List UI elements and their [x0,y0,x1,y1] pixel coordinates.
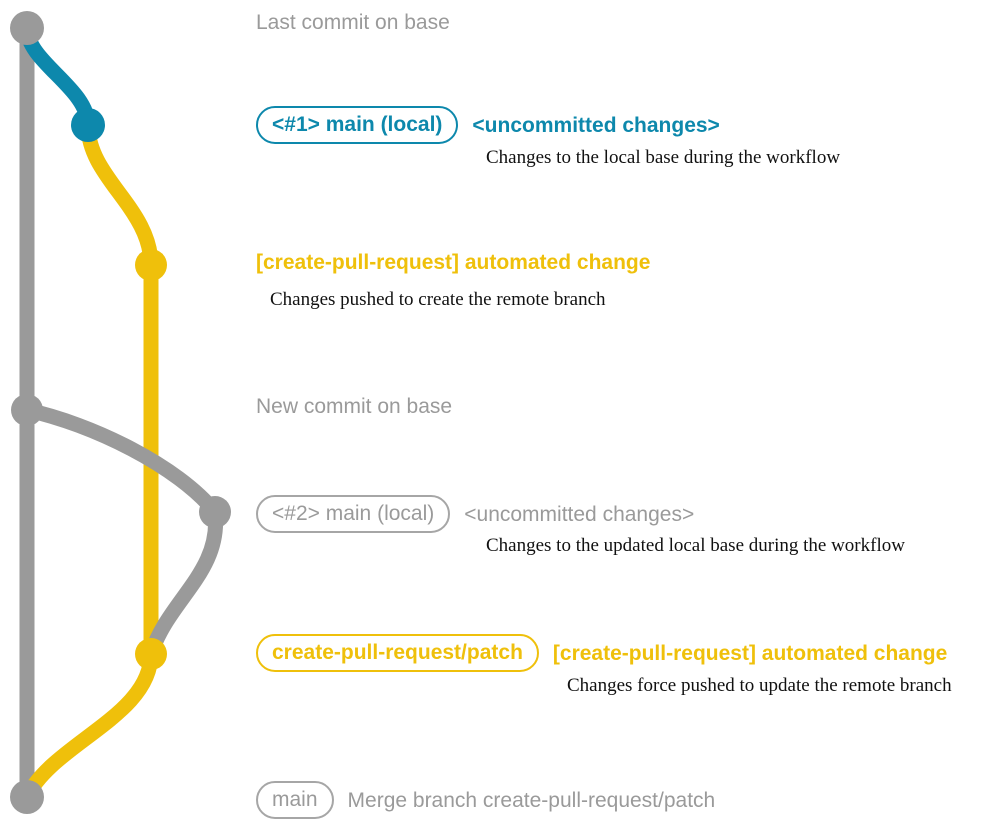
commit-subject: New commit on base [256,395,453,418]
commit-head-local-2: <#2> main (local) <uncommitted changes> [256,495,694,533]
commit-row-new-commit-on-base: New commit on base [256,396,452,417]
ref-badge-main-local-2[interactable]: <#2> main (local) [256,495,451,533]
commit-head-local-1: <#1> main (local) <uncommitted changes> [256,106,720,144]
commit-node-automated-1[interactable] [135,249,167,281]
commit-head-automated-change-2: create-pull-request/patch [create-pull-r… [256,634,947,672]
commit-head-merge: main Merge branch create-pull-request/pa… [256,781,715,819]
commit-subject: <uncommitted changes> [464,502,695,526]
edge-local-2-to-automated-2 [143,504,224,662]
commit-row-local-1: <#1> main (local) <uncommitted changes> [256,106,720,144]
commit-row-automated-change-1: [create-pull-request] automated change [256,252,650,273]
ref-badge-create-pull-request-patch[interactable]: create-pull-request/patch [256,634,539,672]
commit-subject: Last commit on base [256,11,450,34]
commit-row-merge: main Merge branch create-pull-request/pa… [256,781,715,819]
commit-node-merge[interactable] [10,780,44,814]
commit-head-new-commit-on-base: New commit on base [256,396,452,417]
commit-note-automated-change-2: Changes force pushed to update the remot… [567,675,952,696]
commit-subject: [create-pull-request] automated change [256,251,651,274]
commit-row-local-2: <#2> main (local) <uncommitted changes> [256,495,694,533]
ref-badge-main[interactable]: main [256,781,334,819]
commit-note-local-2: Changes to the updated local base during… [486,535,905,556]
commit-head-last-commit-on-base: Last commit on base [256,12,450,33]
commit-node-automated-2[interactable] [135,638,167,670]
ref-badge-main-local-1[interactable]: <#1> main (local) [256,106,459,144]
commit-subject: [create-pull-request] automated change [552,641,948,665]
edge-local-1-to-automated-1 [80,117,159,273]
commit-row-last-commit-on-base: Last commit on base [256,12,450,33]
edge-automated-2-to-merge [19,646,159,805]
commit-note-local-1: Changes to the local base during the wor… [486,147,841,168]
commit-subject: Merge branch create-pull-request/patch [347,788,716,812]
commit-node-local-1[interactable] [71,108,105,142]
commit-subject: <uncommitted changes> [472,113,720,137]
commit-head-automated-change-1: [create-pull-request] automated change [256,252,650,273]
edge-base-new-to-local-2 [19,402,223,520]
commit-node-local-2[interactable] [199,496,231,528]
commit-row-automated-change-2: create-pull-request/patch [create-pull-r… [256,634,947,672]
commit-node-base-new[interactable] [11,394,43,426]
commit-note-automated-change-1: Changes pushed to create the remote bran… [270,289,606,310]
commit-node-base-head[interactable] [10,11,44,45]
